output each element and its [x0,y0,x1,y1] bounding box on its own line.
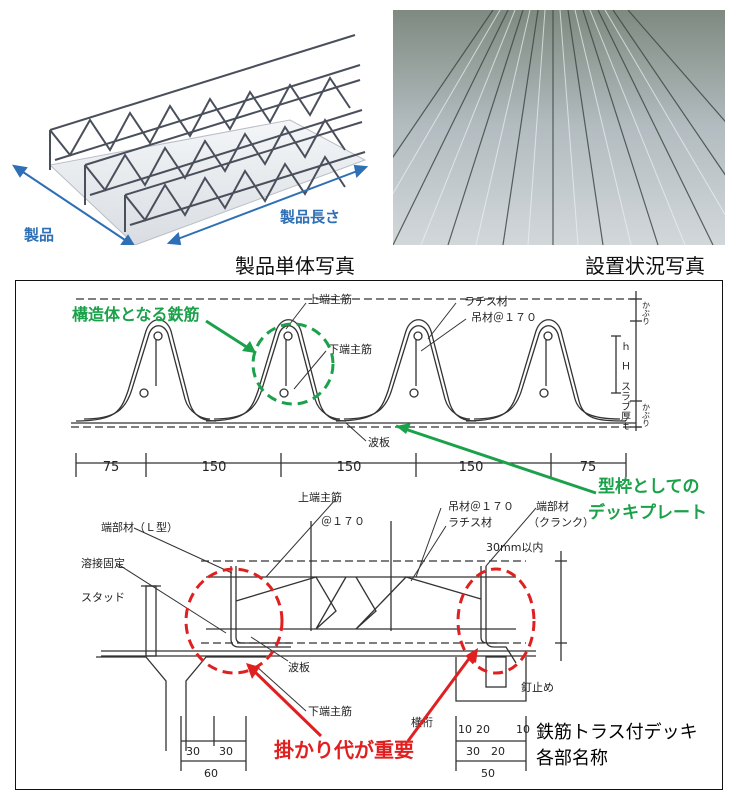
long-label-right-dim-1: 10 [458,723,472,736]
long-label-hanger: 吊材＠１７０ [448,499,514,513]
installed-photo-illustration [393,10,725,245]
technical-drawing: 75 150 150 150 75 上端主筋 ラチス材 吊材＠１７０ 下端主筋 … [71,291,651,780]
label-lower-bar: 下端主筋 [328,342,372,356]
dim-150-1: 150 [202,460,227,475]
long-label-upper-bar: 上端主筋 [298,490,342,504]
dim-75-left: 75 [103,460,120,475]
label-upper-bar: 上端主筋 [308,292,352,306]
long-label-left-dim-1: 30 [186,745,200,758]
long-label-nail-stop: 釘止め [521,680,554,694]
bearing-highlight-left [184,567,284,675]
long-label-left-dim-3: 60 [204,767,218,780]
dim-150-2: 150 [337,460,362,475]
label-cover-top: かぶり [642,301,651,325]
rebar-highlight-circle [251,322,335,406]
product-label: 製品 [24,226,55,244]
drawing-title-line-1: 鉄筋トラス付デッキ [536,722,698,743]
label-cover-bottom: かぶり [642,403,651,427]
installed-photo [393,10,725,245]
product-photo: 製品 製品長さ [10,10,370,245]
long-label-right-dim-6: 50 [481,767,495,780]
long-label-right-dim-4: 30 [466,745,480,758]
long-label-welded: 溶接固定 [81,556,125,570]
long-label-end-member-crank: 端部材 [536,499,569,513]
label-lattice: ラチス材 [464,294,508,308]
long-label-right-dim-3: 10 [516,723,530,736]
label-slab-thickness: ｈ Ｈ スラブ厚ｔ [619,341,631,431]
dim-150-3: 150 [459,460,484,475]
label-deck-plate: 波板 [368,435,390,449]
callout-deck-line-1: 型枠としての [598,477,700,497]
product-length-label: 製品長さ [280,208,341,226]
long-label-lattice: ラチス材 [448,515,492,529]
long-label-right-dim-5: 20 [491,745,505,758]
long-label-lower-bar: 下端主筋 [308,704,352,718]
callout-rebar: 構造体となる鉄筋 [72,305,200,324]
bearing-highlight-right [456,567,536,675]
long-label-pitch: ＠１７０ [321,515,365,528]
long-label-deck-plate: 波板 [288,660,310,674]
long-label-right-dim-2: 20 [476,723,490,736]
product-photo-caption: 製品単体写真 [235,254,355,278]
callout-deck-line-2: デッキプレート [588,503,707,523]
technical-drawing-frame: 75 150 150 150 75 上端主筋 ラチス材 吊材＠１７０ 下端主筋 … [15,280,723,790]
dim-75-right: 75 [580,460,597,475]
long-label-stud: スタッド [81,591,125,604]
long-label-crank: （クランク） [528,516,594,529]
callout-bearing: 掛かり代が重要 [274,738,414,762]
long-label-left-dim-2: 30 [219,745,233,758]
installed-photo-caption: 設置状況写真 [585,254,705,278]
long-label-within-30: 30mm以内 [486,540,543,554]
product-photo-illustration [10,10,370,245]
drawing-title-line-2: 各部名称 [536,748,608,769]
long-label-end-member-l: 端部材（Ｌ型） [101,520,178,534]
label-hanger: 吊材＠１７０ [471,310,537,324]
